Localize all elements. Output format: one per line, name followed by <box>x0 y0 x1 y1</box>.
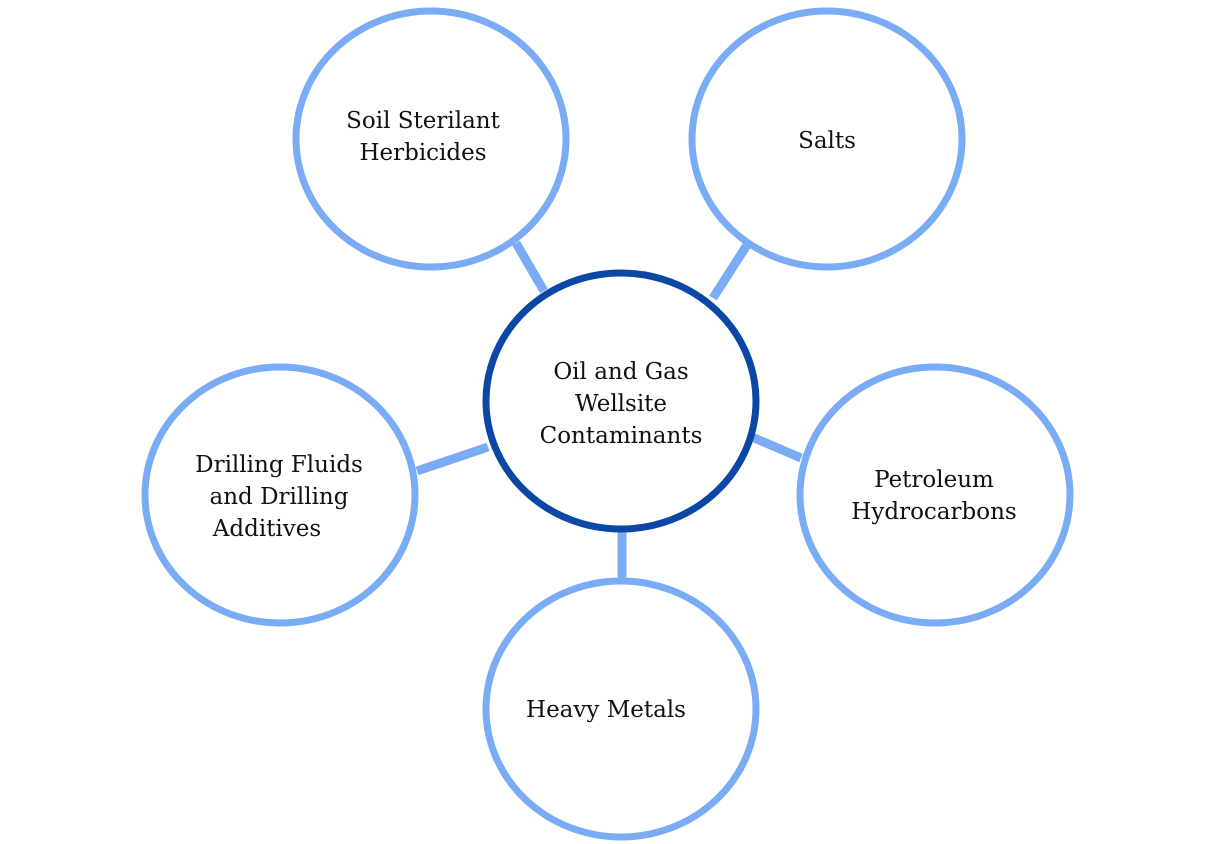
node-circle-petroleum-hydrocarbons <box>796 363 1074 627</box>
node-circle-soil-sterilant-herbicides <box>292 7 570 271</box>
node-label-line: Drilling Fluids <box>195 452 363 478</box>
node-circle-drilling-fluids-and-drilling-additives <box>141 363 419 627</box>
connector-soil-sterilant-herbicides <box>512 240 548 294</box>
node-label-line: Soil Sterilant <box>346 108 500 134</box>
node-label-line: Herbicides <box>359 140 487 166</box>
node-circle-heavy-metals <box>482 577 760 841</box>
node-label-heavy-metals: Heavy Metals <box>496 694 716 726</box>
node-label-line: Wellsite <box>574 391 668 417</box>
node-label-petroleum-hydrocarbons: Petroleum Hydrocarbons <box>824 464 1044 528</box>
node-label-line: Heavy Metals <box>526 697 686 723</box>
node-label-line: and Drilling <box>209 484 349 510</box>
node-label-line: Petroleum <box>874 467 994 493</box>
connector-drilling-fluids-and-drilling-additives <box>415 442 490 476</box>
node-label-line: Hydrocarbons <box>851 499 1017 525</box>
node-label-soil-sterilant-herbicides: Soil Sterilant Herbicides <box>323 105 523 169</box>
node-circle-salts <box>688 7 966 271</box>
node-circle-center <box>482 269 760 533</box>
node-label-salts: Salts <box>747 125 907 157</box>
connector-petroleum-hydrocarbons <box>750 432 803 463</box>
node-label-line: Contaminants <box>539 423 703 449</box>
node-label-drilling-fluids-and-drilling-additives: Drilling Fluids and Drilling Additives <box>169 449 389 545</box>
node-label-line: Oil and Gas <box>553 359 689 385</box>
node-label-line: Salts <box>798 128 856 154</box>
node-label-center: Oil and Gas Wellsite Contaminants <box>511 356 731 452</box>
connector-salts <box>709 242 751 301</box>
node-label-line: Additives <box>212 516 322 542</box>
